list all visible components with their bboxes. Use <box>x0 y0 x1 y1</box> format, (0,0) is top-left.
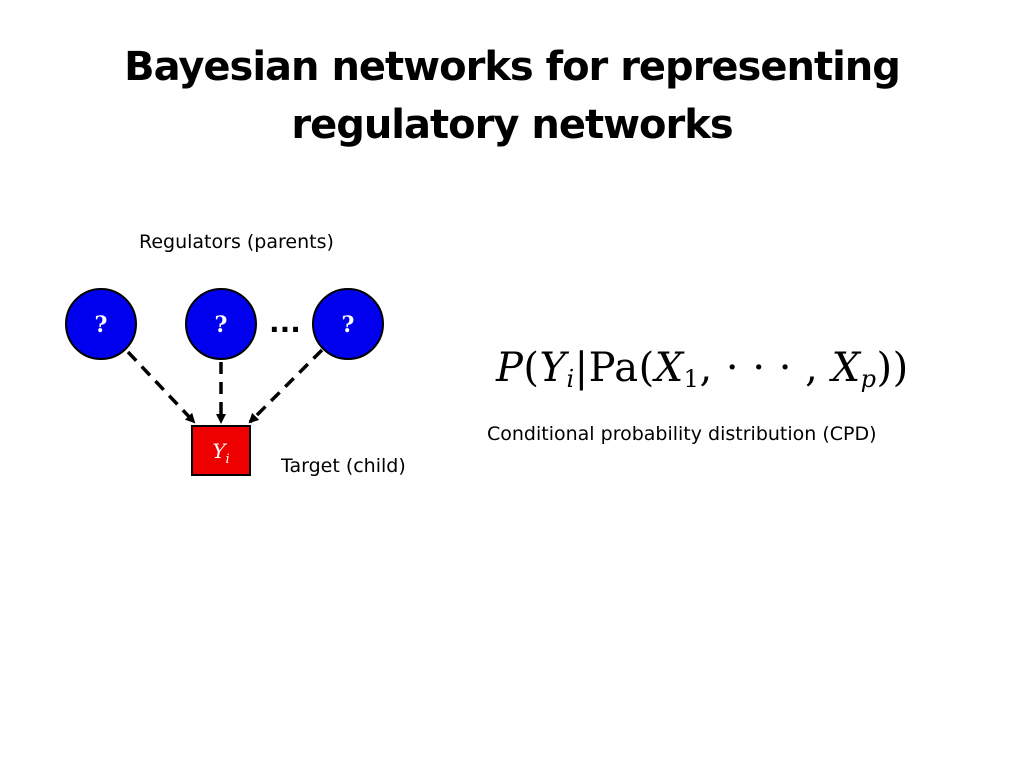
formula-x1-subscript: 1 <box>683 365 700 393</box>
formula-separator-1: , <box>699 345 726 391</box>
parent-node-3-label: ? <box>342 312 355 338</box>
formula-bar: | <box>574 345 589 391</box>
formula-x1: X <box>654 345 684 391</box>
parents-ellipsis: ... <box>269 306 301 339</box>
formula-close-parens: )) <box>876 345 909 391</box>
svg-text:Yi: Yi <box>212 439 229 467</box>
formula-separator-2: , <box>791 345 832 391</box>
edge-parent-3-to-target <box>248 348 324 424</box>
parent-node-3: ? <box>312 288 384 360</box>
slide-title-line-2: regulatory networks <box>291 102 733 148</box>
edge-parent-1-to-target <box>126 350 196 424</box>
cpd-caption: Conditional probability distribution (CP… <box>487 423 877 445</box>
parent-node-2: ? <box>185 288 257 360</box>
target-label: Target (child) <box>281 455 406 477</box>
target-node-label: Y <box>212 439 227 463</box>
formula-dots: · · · <box>725 345 792 391</box>
formula-xp-subscript: p <box>860 365 877 393</box>
parent-node-2-label: ? <box>215 312 228 338</box>
slide-title: Bayesian networks for representing regul… <box>0 38 1024 154</box>
parent-node-1-label: ? <box>95 312 108 338</box>
formula-xp: X <box>831 345 861 391</box>
target-node: Yi <box>191 425 251 476</box>
cpd-formula: P(Yi|Pa(X1, · · · , Xp)) <box>496 345 909 393</box>
formula-y-subscript: i <box>566 365 575 393</box>
slide-title-line-1: Bayesian networks for representing <box>124 44 901 90</box>
formula-open-paren-2: ( <box>638 345 655 391</box>
formula-pa: Pa <box>588 345 639 391</box>
target-node-subscript: i <box>226 452 230 467</box>
formula-y: Y <box>539 345 567 391</box>
formula-open-paren: ( <box>523 345 540 391</box>
formula-p: P <box>496 345 524 391</box>
regulators-label: Regulators (parents) <box>139 231 334 253</box>
parent-node-1: ? <box>65 288 137 360</box>
